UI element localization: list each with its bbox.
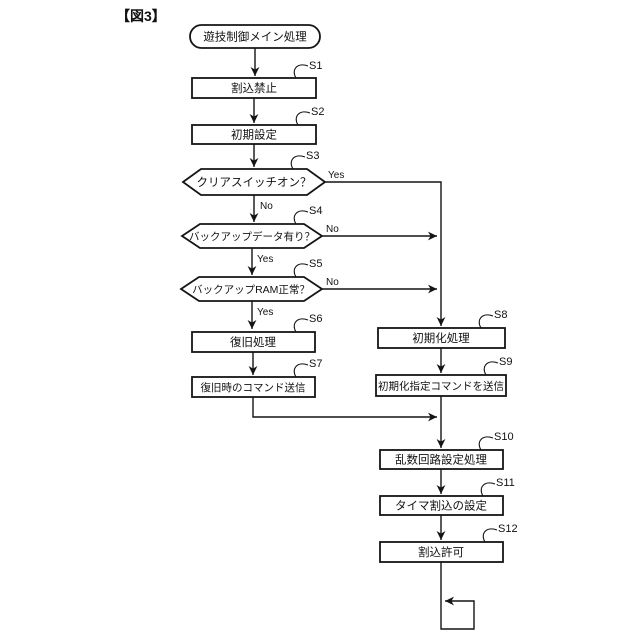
step-label-s3: S3 xyxy=(290,150,319,170)
step-leader-s10 xyxy=(478,436,494,451)
decision-s5: バックアップRAM正常？ xyxy=(179,276,324,302)
svg-text:S11: S11 xyxy=(496,477,515,489)
decision-s4: バックアップデータ有り？ xyxy=(180,223,324,249)
step-leader-s5 xyxy=(293,263,309,278)
process-label-s2: 初期設定 xyxy=(231,128,277,142)
process-s6: 復旧処理 xyxy=(191,331,316,353)
step-label-s4: S4 xyxy=(293,205,322,225)
edge-label-s4-no: No xyxy=(326,224,339,235)
process-label-s10: 乱数回路設定処理 xyxy=(395,453,487,467)
step-label-s11: S11 xyxy=(480,477,515,497)
svg-text:S10: S10 xyxy=(494,431,514,443)
svg-text:S4: S4 xyxy=(309,205,322,217)
decision-s3: クリアスイッチオン？ xyxy=(181,168,327,196)
step-leader-s9 xyxy=(483,361,499,376)
edge-main-loop xyxy=(440,562,475,630)
process-s2: 初期設定 xyxy=(191,124,317,145)
step-label-s6: S6 xyxy=(293,313,322,333)
step-label-s1: S1 xyxy=(293,60,322,79)
step-label-s5: S5 xyxy=(293,258,322,278)
process-label-s9: 初期化指定コマンドを送信 xyxy=(378,380,504,393)
step-label-s2: S2 xyxy=(295,106,324,126)
process-label-s8: 初期化処理 xyxy=(412,331,470,345)
step-leader-s6 xyxy=(293,318,309,333)
step-label-s8: S8 xyxy=(478,309,507,329)
start-node-label: 遊技制御メイン処理 xyxy=(203,30,307,44)
decision-label-s3: クリアスイッチオン？ xyxy=(197,176,312,189)
process-label-s11: タイマ割込の設定 xyxy=(395,499,487,513)
process-label-s12: 割込許可 xyxy=(418,545,464,559)
step-label-s7: S7 xyxy=(293,358,322,378)
svg-text:S1: S1 xyxy=(309,60,322,72)
process-s7: 復旧時のコマンド送信 xyxy=(191,376,316,398)
svg-text:S8: S8 xyxy=(494,309,507,321)
process-label-s7: 復旧時のコマンド送信 xyxy=(201,381,306,394)
step-label-s10: S10 xyxy=(478,431,514,451)
process-s12: 割込許可 xyxy=(379,541,504,563)
decision-label-s4: バックアップデータ有り？ xyxy=(189,230,315,243)
edge-label-s3-yes: Yes xyxy=(328,170,344,181)
svg-text:S7: S7 xyxy=(309,358,322,370)
edge-s3-yes-to-s8 xyxy=(325,181,446,326)
svg-text:S9: S9 xyxy=(499,356,512,368)
process-s11: タイマ割込の設定 xyxy=(379,495,504,516)
step-leader-s11 xyxy=(480,482,496,497)
process-label-s6: 復旧処理 xyxy=(230,335,276,349)
process-s9: 初期化指定コマンドを送信 xyxy=(375,374,507,397)
svg-text:S3: S3 xyxy=(306,150,319,162)
figure-title: 【図3】 xyxy=(116,8,166,24)
edge-label-s5-yes: Yes xyxy=(257,307,273,318)
step-leader-s3 xyxy=(290,155,306,170)
step-leader-s8 xyxy=(478,314,494,329)
edge-label-s4-yes: Yes xyxy=(257,254,273,265)
svg-text:S5: S5 xyxy=(309,258,322,270)
step-leader-s12 xyxy=(482,528,498,543)
process-s10: 乱数回路設定処理 xyxy=(379,449,504,470)
step-leader-s2 xyxy=(295,111,311,126)
step-label-s9: S9 xyxy=(483,356,512,376)
step-leader-s7 xyxy=(293,363,309,378)
edge-s7-merge xyxy=(252,397,437,422)
process-s8: 初期化処理 xyxy=(377,327,506,349)
process-s1: 割込禁止 xyxy=(191,77,317,99)
step-leader-s1 xyxy=(293,64,309,79)
edge-label-s5-no: No xyxy=(326,277,339,288)
start-node: 遊技制御メイン処理 xyxy=(189,24,321,49)
svg-text:S6: S6 xyxy=(309,313,322,325)
process-label-s1: 割込禁止 xyxy=(231,81,277,95)
svg-text:S12: S12 xyxy=(498,523,518,535)
decision-label-s5: バックアップRAM正常？ xyxy=(192,283,310,296)
step-leader-s4 xyxy=(293,210,309,225)
svg-text:S2: S2 xyxy=(311,106,324,118)
edge-label-s3-no: No xyxy=(260,201,273,212)
step-label-s12: S12 xyxy=(482,523,518,543)
